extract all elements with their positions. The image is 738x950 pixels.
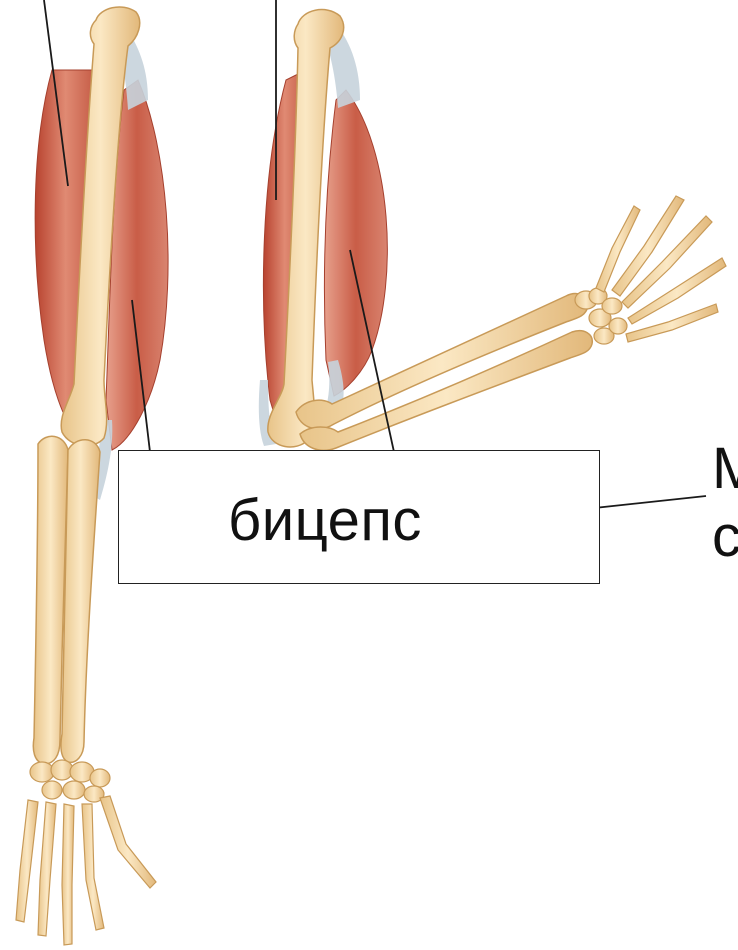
left-carpal-bones [30, 760, 110, 802]
biceps-label: бицепс [228, 492, 422, 550]
left-finger-bones [16, 796, 156, 945]
left-ulna-bone [61, 440, 100, 763]
cropped-label-bottom: c [712, 508, 738, 566]
right-biceps-muscle [324, 90, 387, 396]
cropped-label-top: M [712, 440, 738, 498]
right-arm [259, 10, 726, 451]
